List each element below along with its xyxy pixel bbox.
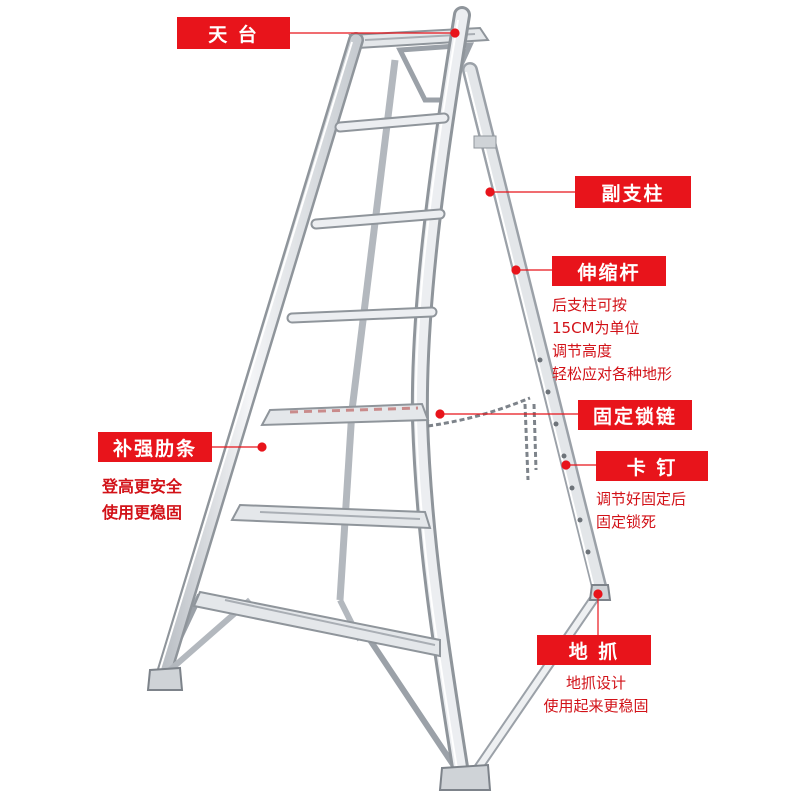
rung (286, 306, 438, 324)
rung-step-wide (260, 402, 430, 427)
snap-pin-note: 调节好固定后 固定锁死 (596, 488, 686, 534)
rear-support-pillar (462, 62, 608, 598)
lock-chain (427, 396, 538, 481)
rung-step-wide (230, 503, 432, 530)
rib-note: 登高更安全 使用更稳固 (102, 474, 182, 526)
rung (334, 112, 450, 133)
note-line: 后支柱可按 (552, 296, 628, 314)
note-line: 使用更稳固 (102, 503, 183, 522)
note-line: 调节高度 (552, 342, 613, 360)
ground-claw-label: 地 抓 (537, 635, 651, 665)
platform-label: 天 台 (177, 17, 290, 49)
ground-claw-note: 地抓设计 使用起来更稳固 (530, 672, 662, 718)
callout-leaders (212, 28, 603, 635)
note-line: 轻松应对各种地形 (552, 365, 673, 383)
right-front-rail (410, 6, 471, 789)
note-line: 使用起来更稳固 (543, 697, 649, 715)
note-line: 15CM为单位 (552, 319, 640, 337)
rung (310, 208, 446, 230)
rib-label: 补强肋条 (98, 432, 212, 462)
note-line: 固定锁死 (596, 513, 657, 531)
lock-chain-label: 固定锁链 (578, 400, 692, 430)
snap-pin-label: 卡 钉 (596, 451, 708, 481)
aux-pillar-label: 副支柱 (575, 176, 691, 208)
reinforcement-ribs (168, 59, 399, 673)
ground-claws (146, 584, 612, 791)
ladder-rungs (192, 112, 450, 658)
note-line: 地抓设计 (565, 674, 626, 692)
telescopic-rod-label: 伸缩杆 (552, 256, 666, 286)
rung-step-wide (192, 590, 441, 658)
left-front-rail (154, 32, 364, 688)
telescopic-note: 后支柱可按 15CM为单位 调节高度 轻松应对各种地形 (552, 294, 672, 386)
note-line: 调节好固定后 (596, 490, 687, 508)
note-line: 登高更安全 (102, 477, 183, 496)
